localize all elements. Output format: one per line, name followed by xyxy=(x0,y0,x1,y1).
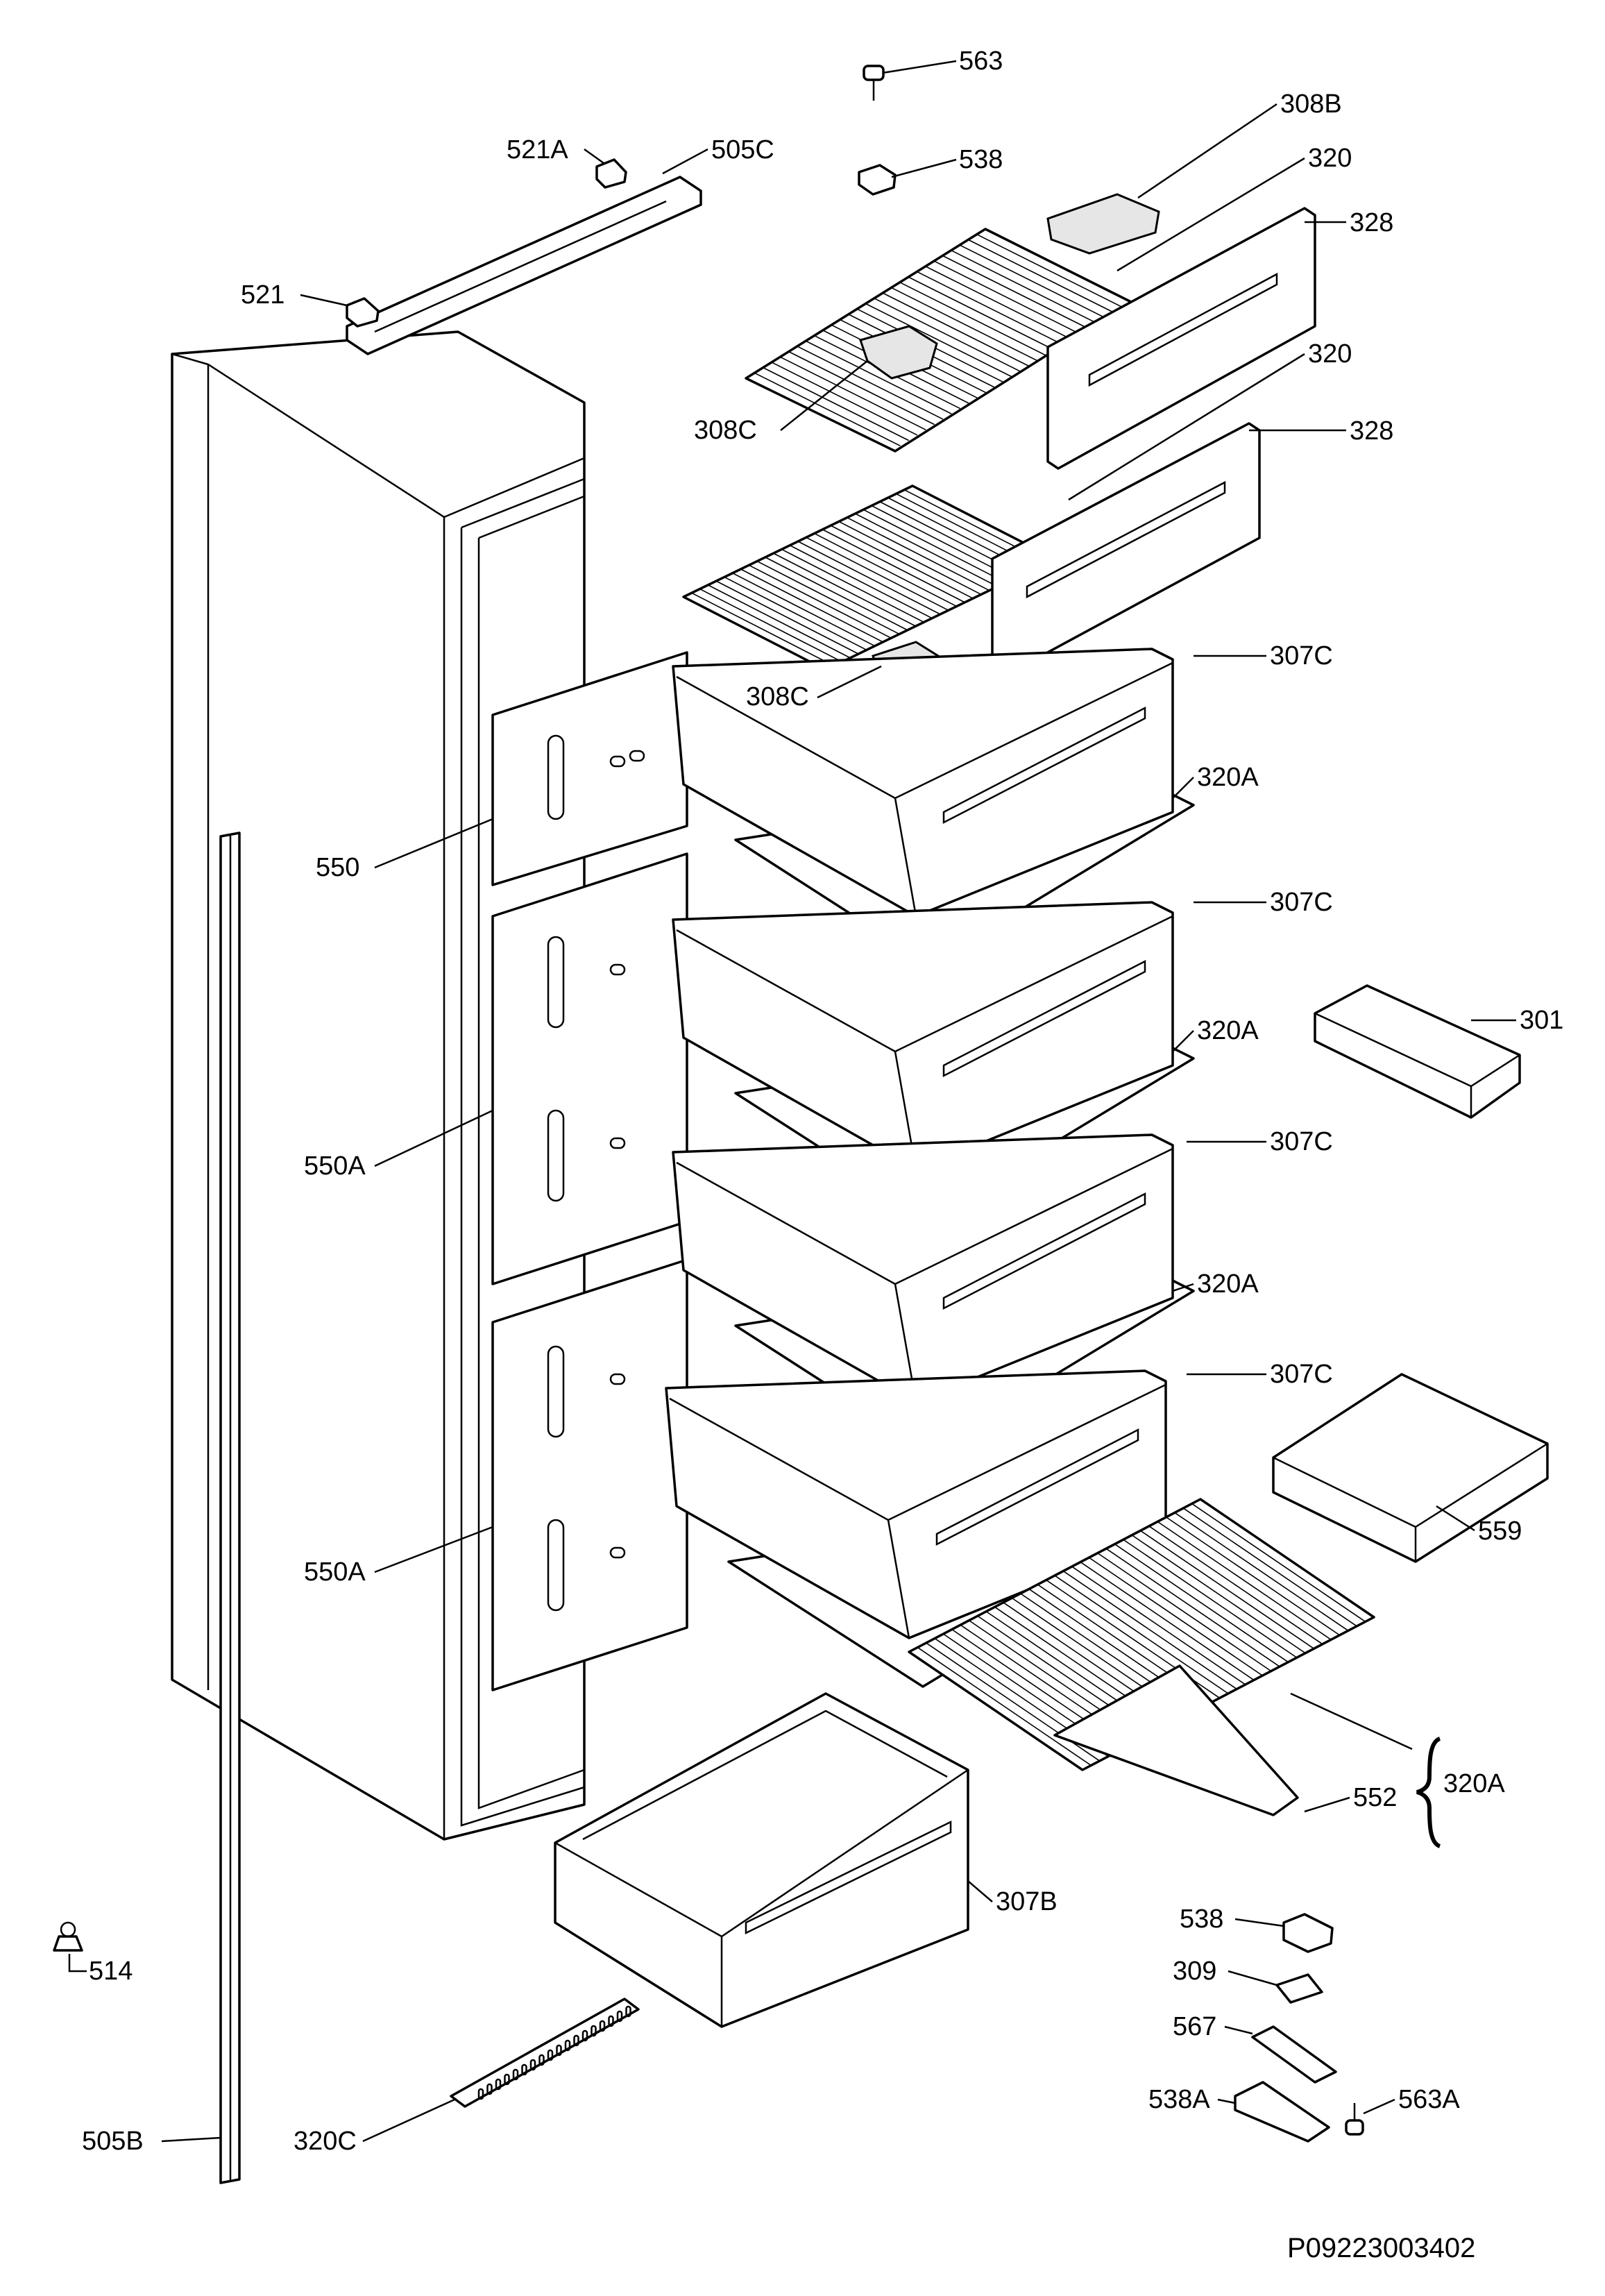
callout-552: 552 xyxy=(1353,1783,1397,1812)
bracket-567 xyxy=(1251,2025,1337,2084)
callout-550: 550 xyxy=(316,853,359,882)
callout-308C: 308C xyxy=(746,682,809,711)
rear-panel-550 xyxy=(491,651,688,886)
callout-550A: 550A xyxy=(304,1558,366,1587)
callout-307C: 307C xyxy=(1270,1360,1333,1389)
callout-320A: 320A xyxy=(1197,1016,1259,1045)
callout-320A: 320A xyxy=(1197,1269,1259,1299)
callout-521A: 521A xyxy=(507,135,568,164)
flap-328-lower xyxy=(991,422,1261,678)
callout-521: 521 xyxy=(241,280,285,310)
callout-320A: 320A xyxy=(1197,763,1259,792)
callout-307B: 307B xyxy=(996,1887,1058,1916)
callout-550A: 550A xyxy=(304,1151,366,1181)
drawer-307C xyxy=(672,648,1195,966)
callout-labels: 563 538 308B 521A 505C 320 328 521 320 3… xyxy=(82,47,1563,2156)
foot-514 xyxy=(53,1921,83,1952)
cover-309 xyxy=(1275,1973,1323,2004)
rail-320C xyxy=(450,1998,640,2108)
callout-563: 563 xyxy=(959,47,1003,76)
hinge-538A xyxy=(1234,2081,1330,2143)
pin-563A xyxy=(1345,2103,1364,2136)
callout-563A: 563A xyxy=(1398,2085,1460,2114)
callout-505B: 505B xyxy=(82,2127,144,2156)
callout-505C: 505C xyxy=(711,135,774,164)
hinge-pin-538-top xyxy=(858,164,897,196)
callout-538: 538 xyxy=(1180,1905,1223,1934)
brace-320A xyxy=(1416,1737,1441,1848)
shelf-assembly-320A xyxy=(908,1498,1375,1816)
door-seal-505B xyxy=(219,832,241,2184)
callout-328: 328 xyxy=(1350,208,1393,237)
drawer-307C xyxy=(672,1133,1195,1452)
clip-308B xyxy=(1046,193,1160,255)
callout-301: 301 xyxy=(1520,1006,1563,1035)
pin-563 xyxy=(863,65,885,101)
hinge-pin-538-bottom xyxy=(1282,1913,1334,1953)
wire-shelf-upper xyxy=(745,228,1132,453)
callout-308B: 308B xyxy=(1280,90,1342,119)
callout-320A: 320A xyxy=(1443,1769,1505,1798)
callout-308C: 308C xyxy=(694,416,757,445)
leader-lines xyxy=(68,60,1516,2143)
callout-307C: 307C xyxy=(1270,888,1333,917)
callout-309: 309 xyxy=(1173,1957,1216,1986)
flap-328-upper xyxy=(1046,207,1316,470)
callout-320: 320 xyxy=(1308,144,1352,173)
drawer-307B xyxy=(554,1692,969,2028)
rear-panel-550A-upper xyxy=(491,852,688,1285)
ice-box-559 xyxy=(1272,1373,1549,1563)
callout-320C: 320C xyxy=(294,2127,357,2156)
drawer-307C xyxy=(665,1369,1188,1688)
callout-328: 328 xyxy=(1350,416,1393,446)
callout-307C: 307C xyxy=(1270,1127,1333,1156)
freezer-cabinet xyxy=(171,330,688,1841)
callout-320: 320 xyxy=(1308,339,1352,369)
callout-307C: 307C xyxy=(1270,641,1333,670)
callout-538: 538 xyxy=(959,145,1003,174)
ice-tray-301 xyxy=(1314,984,1521,1119)
callout-514: 514 xyxy=(89,1957,133,1986)
callout-559: 559 xyxy=(1478,1517,1522,1546)
drawing-reference-number: P09223003402 xyxy=(1287,2233,1475,2263)
top-hinge-bar-505C xyxy=(346,158,702,355)
callout-567: 567 xyxy=(1173,2012,1216,2041)
callout-538A: 538A xyxy=(1148,2085,1210,2114)
rear-panel-550A-lower xyxy=(491,1258,688,1691)
